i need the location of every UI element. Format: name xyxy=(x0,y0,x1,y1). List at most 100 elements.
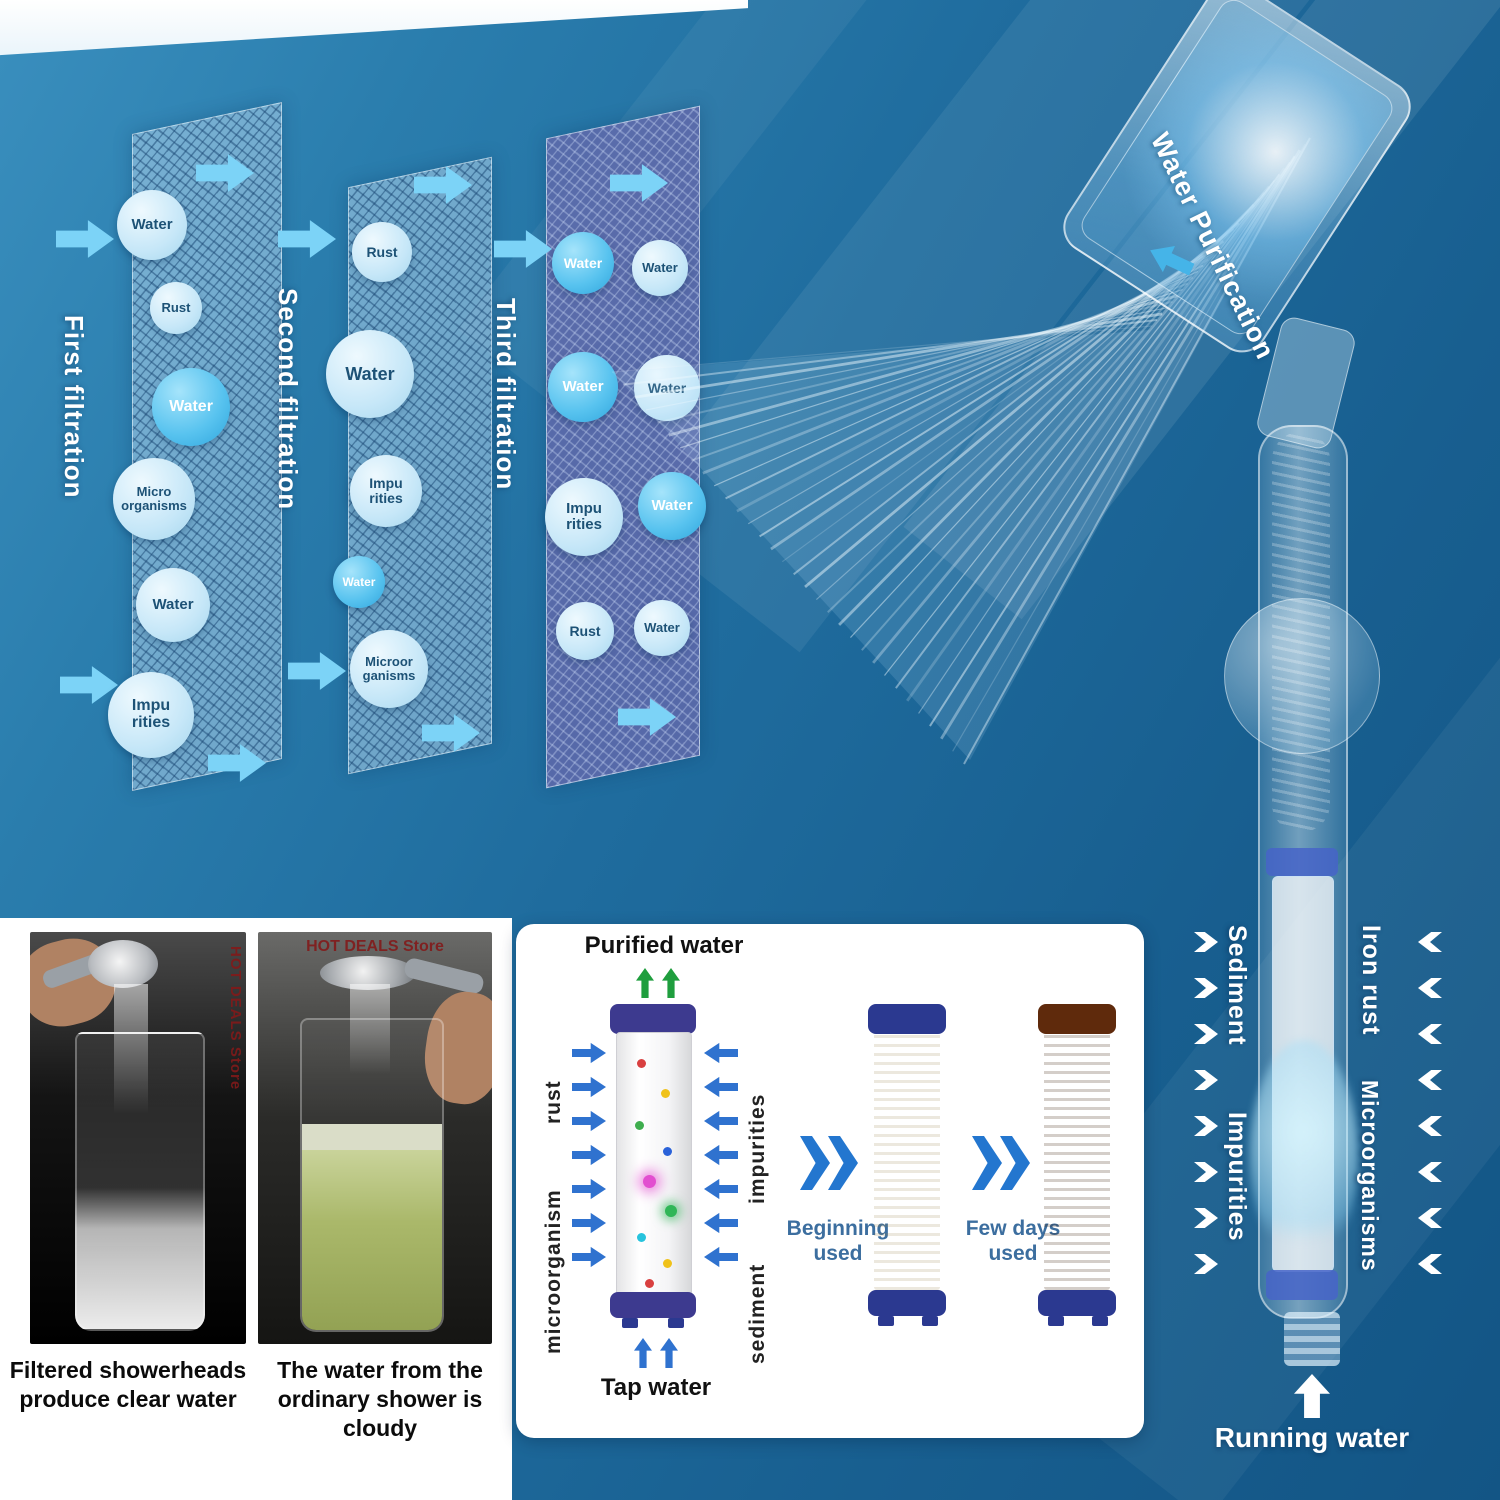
glass-clear-water xyxy=(75,1032,205,1331)
particle-bubble: Water xyxy=(632,240,688,296)
cartridge-bottom-cap xyxy=(610,1292,696,1318)
inflow-arrow-icon xyxy=(572,1110,606,1132)
cartridge-body xyxy=(616,1032,692,1296)
tap-arrow-icon xyxy=(660,1338,678,1368)
glass-cloudy-water xyxy=(300,1018,444,1332)
water-vortex xyxy=(1250,1040,1358,1270)
inflow-arrow-icon xyxy=(704,1246,738,1268)
particle-bubble: Impu rities xyxy=(350,455,422,527)
particle-bubble: Water xyxy=(634,355,700,421)
caption-ordinary: The water from the ordinary shower is cl… xyxy=(277,1357,483,1441)
next-chevron-icon xyxy=(828,1136,858,1190)
few-days-used-label: Few days used xyxy=(965,1217,1061,1266)
brown-cartridge-cap xyxy=(1038,1004,1116,1034)
particle-bubble: Rust xyxy=(352,222,412,282)
handle-cartridge-cap xyxy=(1266,848,1338,876)
chevron-icon xyxy=(1194,1070,1218,1090)
cartridge-foot xyxy=(668,1318,684,1328)
particle-bubble: Impu rities xyxy=(108,672,194,758)
cartridge-foot xyxy=(1048,1316,1064,1326)
label-iron-rust: Iron rust xyxy=(1357,925,1385,1036)
chevron-icon xyxy=(1418,1024,1442,1044)
green-up-arrow-icon xyxy=(636,968,654,998)
chevron-icon xyxy=(1418,1208,1442,1228)
chevron-icon xyxy=(1194,1116,1218,1136)
inflow-arrow-icon xyxy=(572,1246,606,1268)
inflow-arrow-icon xyxy=(704,1178,738,1200)
label-impurities: Impurities xyxy=(1223,1112,1251,1242)
caption-filtered: Filtered showerheads produce clear water xyxy=(9,1357,247,1412)
shower-head-small xyxy=(88,940,158,988)
particle-bubble: Rust xyxy=(150,282,202,334)
particle-bubble: Water xyxy=(333,556,385,608)
handle-water-flow xyxy=(1272,432,1330,832)
inflow-arrow-icon xyxy=(572,1042,606,1064)
purified-water-label: Purified water xyxy=(584,932,744,959)
handle-cartridge-cap xyxy=(1266,1270,1338,1300)
particle-bubble: Water xyxy=(326,330,414,418)
particle-bubble: Water xyxy=(136,568,210,642)
label-sediment: Sediment xyxy=(1223,925,1251,1046)
tap-arrow-icon xyxy=(634,1338,652,1368)
stage-three-label: Third filtration xyxy=(491,298,521,491)
inflow-arrow-icon xyxy=(704,1144,738,1166)
inflow-arrow-icon xyxy=(572,1076,606,1098)
impurity-dot xyxy=(663,1147,672,1156)
next-chevron-icon xyxy=(972,1136,1002,1190)
light-streak xyxy=(457,0,983,403)
shower-handle-small xyxy=(402,956,486,996)
stage-two-label: Second filtration xyxy=(273,288,303,511)
impurity-dot xyxy=(665,1205,677,1217)
chevron-icon xyxy=(1194,1024,1218,1044)
running-water-label: Running water xyxy=(1214,1422,1410,1453)
chevron-icon xyxy=(1418,1254,1442,1274)
impurity-dot xyxy=(645,1279,654,1288)
impurities-label: impurities xyxy=(746,1093,769,1204)
particle-bubble: Water xyxy=(634,600,690,656)
brown-cartridge-bottom xyxy=(1038,1290,1116,1316)
inflow-arrow-icon xyxy=(704,1110,738,1132)
comparison-photos: HOT DEALS Store HOT DEALS Store Filtered… xyxy=(0,918,512,1500)
impurity-dot xyxy=(637,1233,646,1242)
particle-bubble: Rust xyxy=(556,602,614,660)
impurity-dot xyxy=(643,1175,656,1188)
watermark: HOT DEALS Store xyxy=(306,938,444,955)
chevron-icon xyxy=(1194,1162,1218,1182)
watermark: HOT DEALS Store xyxy=(227,946,244,1091)
rust-label: rust xyxy=(542,1080,565,1124)
cartridge-top-cap xyxy=(610,1004,696,1034)
chevron-icon xyxy=(1194,932,1218,952)
chevron-icon xyxy=(1418,1162,1442,1182)
impurity-dot xyxy=(663,1259,672,1268)
cartridge-foot xyxy=(622,1318,638,1328)
handle-joint xyxy=(1224,598,1380,754)
inflow-arrow-icon xyxy=(572,1212,606,1234)
flow-arrow-icon xyxy=(288,652,346,690)
impurity-dot xyxy=(635,1121,644,1130)
flow-arrow-icon xyxy=(60,666,118,704)
beginning-used-label: Beginning used xyxy=(786,1217,890,1266)
chevron-icon xyxy=(1194,978,1218,998)
particle-bubble: Water xyxy=(117,190,187,260)
particle-bubble: Microor ganisms xyxy=(350,630,428,708)
inflow-arrow-icon xyxy=(572,1144,606,1166)
chevron-icon xyxy=(1418,932,1442,952)
beige-cartridge-bottom xyxy=(868,1290,946,1316)
tap-water-label: Tap water xyxy=(600,1374,712,1401)
particle-bubble: Water xyxy=(638,472,706,540)
next-chevron-icon xyxy=(1000,1136,1030,1190)
inflow-arrow-icon xyxy=(704,1076,738,1098)
sediment-label: sediment xyxy=(746,1263,769,1364)
microorganism-label: microorganism xyxy=(542,1189,565,1354)
impurity-dot xyxy=(637,1059,646,1068)
cloudy-liquid xyxy=(302,1150,442,1330)
cartridge-foot xyxy=(922,1316,938,1326)
hose-connector xyxy=(1284,1312,1340,1366)
chevron-icon xyxy=(1194,1208,1218,1228)
flow-arrow-icon xyxy=(278,220,336,258)
particle-bubble: Micro organisms xyxy=(113,458,195,540)
chevron-icon xyxy=(1418,1070,1442,1090)
label-microorganisms: Microorganisms xyxy=(1357,1080,1383,1272)
foam xyxy=(302,1124,442,1151)
photo-ordinary-shower: HOT DEALS Store xyxy=(258,932,492,1344)
